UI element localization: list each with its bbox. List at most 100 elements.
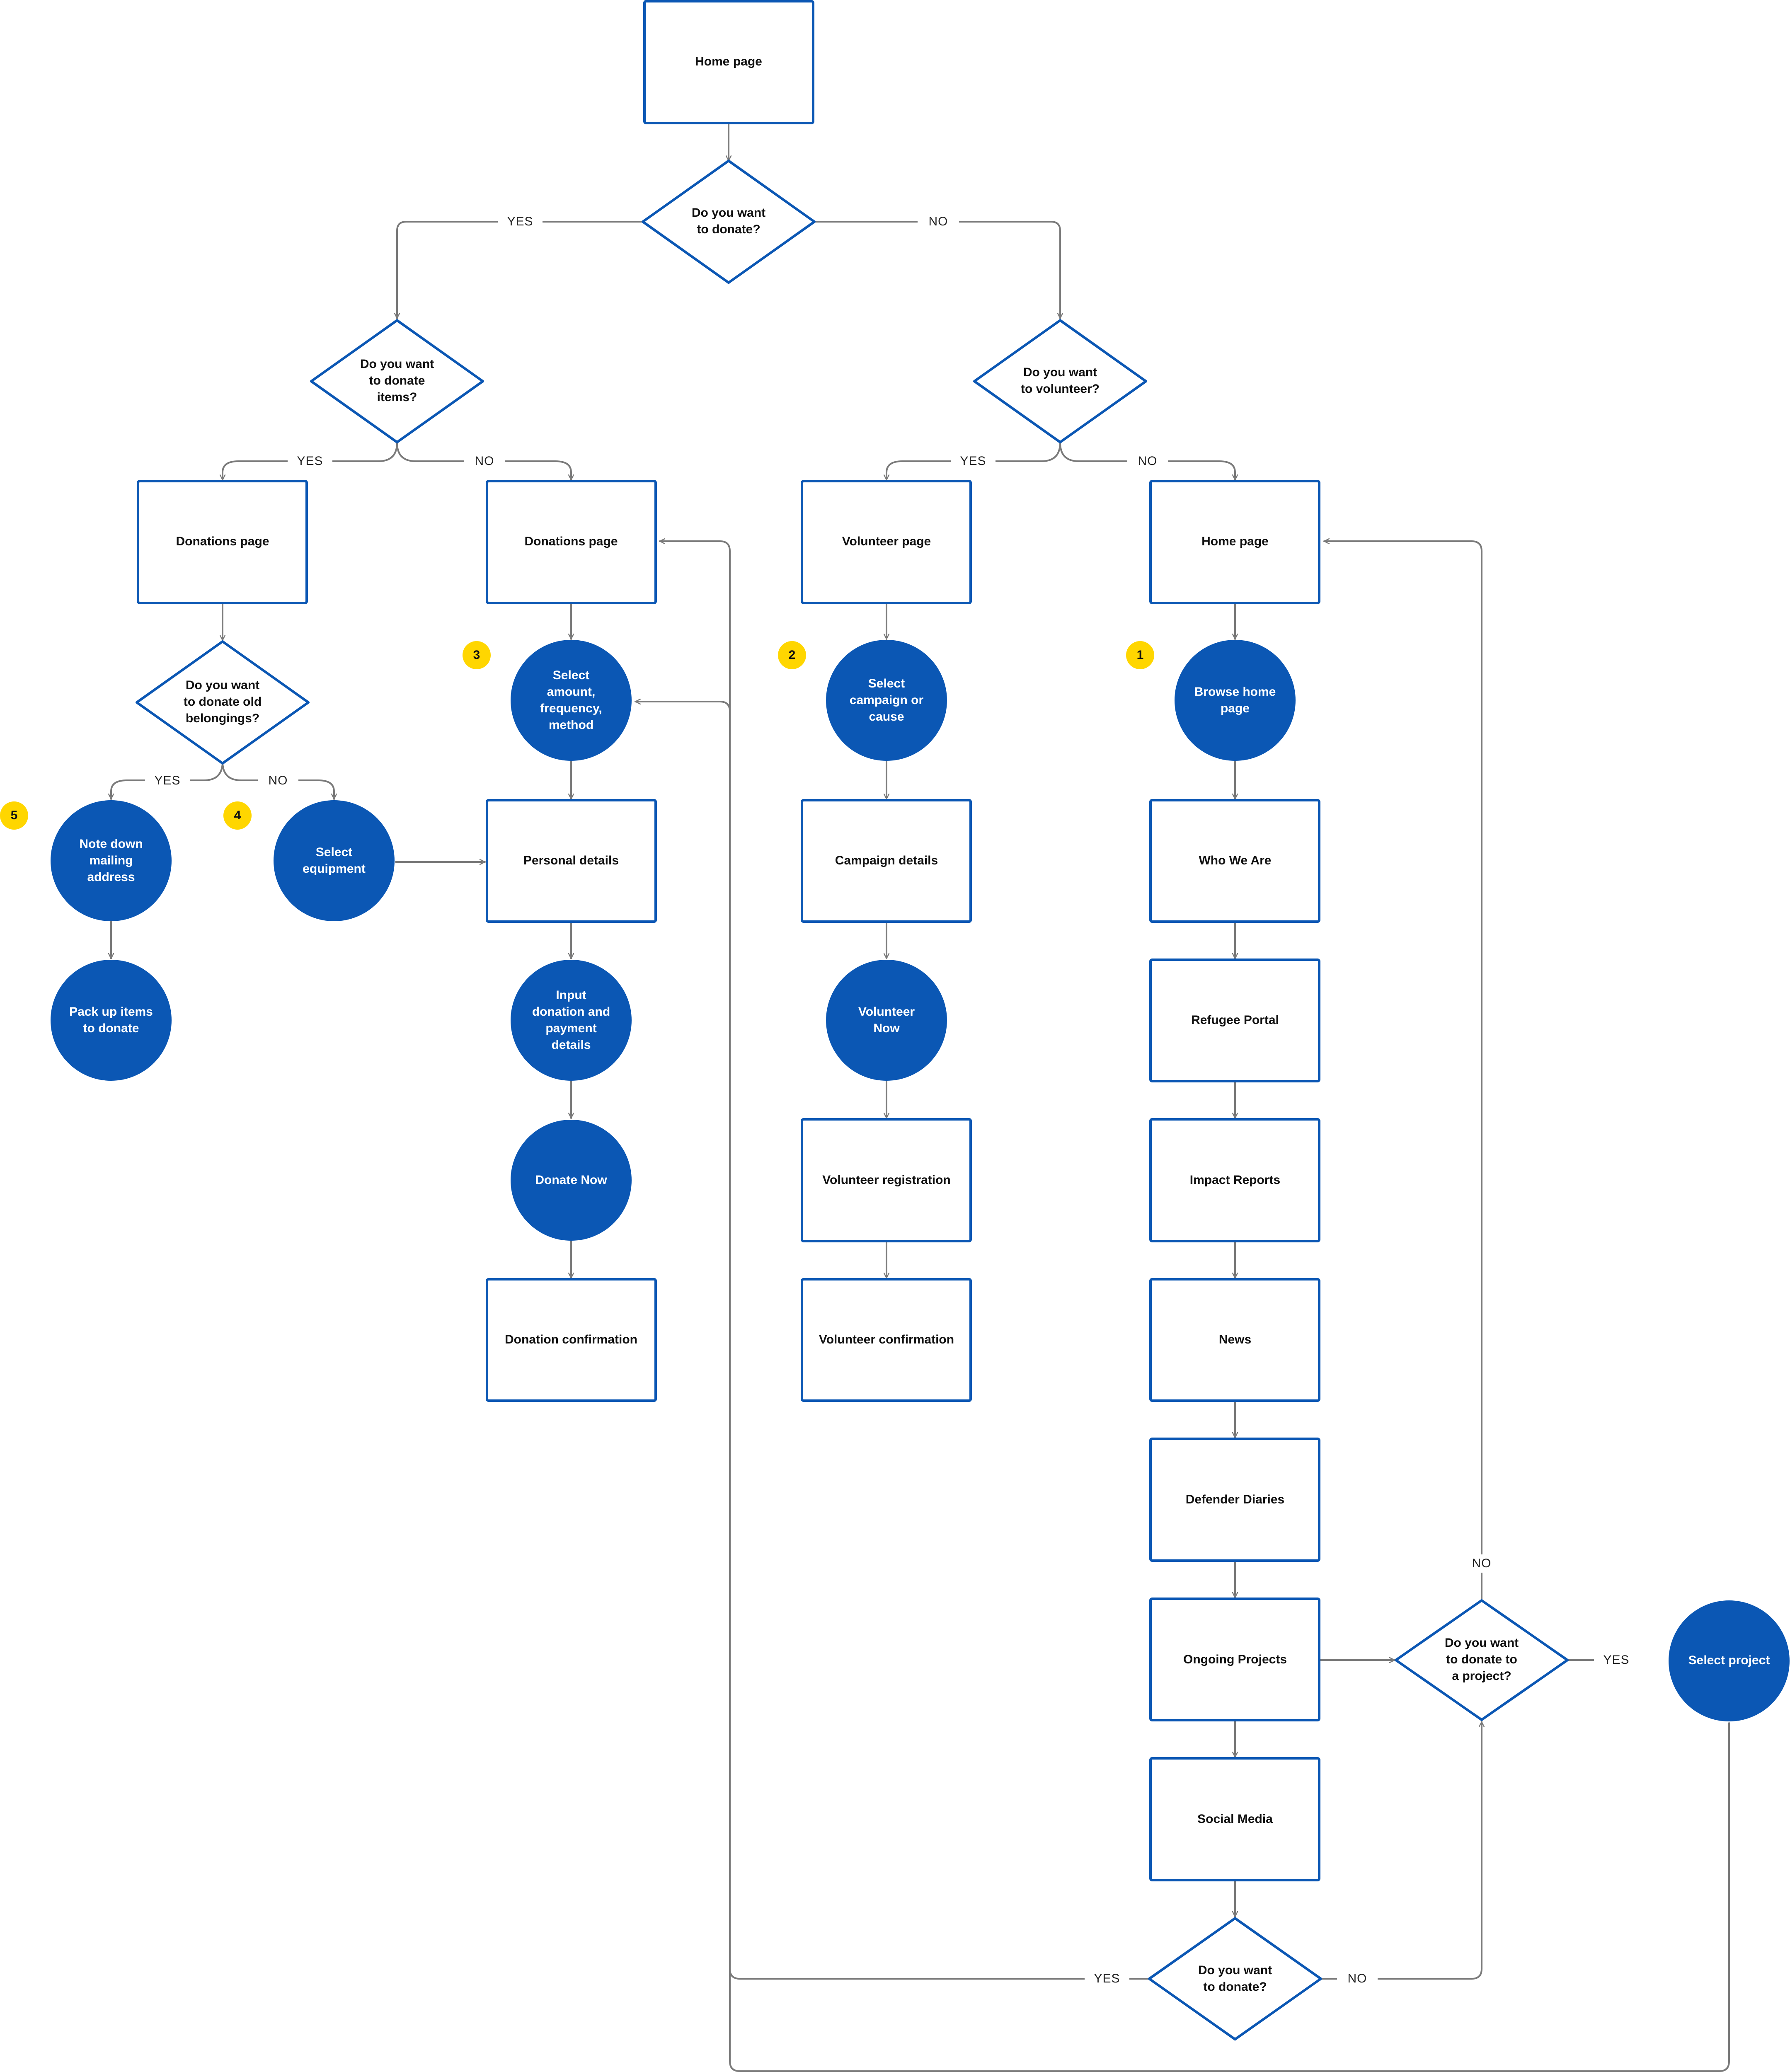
label-no-old: NO (269, 774, 288, 787)
campaign-details-label: Campaign details (835, 854, 938, 867)
select-amount-line-4: method (549, 718, 593, 732)
donate-now-label: Donate Now (535, 1173, 607, 1187)
select-equipment-line-2: equipment (303, 862, 366, 876)
step-select-project[interactable]: Select project (1669, 1600, 1790, 1721)
connector-q-project-no (1323, 541, 1482, 1600)
connector-q-volunteer-no (1059, 442, 1235, 481)
decision-donate-items[interactable]: Do you want to donate items? (310, 319, 484, 443)
input-donation-line-2: donation and (532, 1005, 610, 1019)
label-no-donate: NO (929, 215, 948, 228)
donations-page-items-label: Donations page (176, 535, 269, 548)
node-personal-details[interactable]: Personal details (486, 799, 657, 923)
decision-donate-items-line-1: Do you want (360, 357, 434, 371)
browse-home-line-1: Browse home (1194, 685, 1276, 699)
node-volunteer-registration[interactable]: Volunteer registration (801, 1118, 972, 1242)
node-ongoing-projects[interactable]: Ongoing Projects (1149, 1598, 1320, 1721)
decision-old-belongings-line-3: belongings? (186, 712, 259, 725)
step-select-equipment[interactable]: Select equipment (274, 800, 395, 921)
donations-page-money-label: Donations page (524, 535, 618, 548)
volunteer-confirmation-label: Volunteer confirmation (819, 1333, 954, 1346)
decision-donate-project[interactable]: Do you want to donate to a project? (1395, 1599, 1569, 1721)
input-donation-line-1: Input (556, 988, 586, 1002)
volunteer-now-line-2: Now (873, 1021, 900, 1035)
badge-5: 5 (0, 801, 28, 830)
step-select-amount[interactable]: Select amount, frequency, method (511, 640, 632, 761)
step-volunteer-now[interactable]: Volunteer Now (826, 960, 947, 1081)
input-donation-line-4: details (551, 1038, 591, 1052)
badge-1: 1 (1126, 641, 1154, 669)
badge-5-label: 5 (11, 808, 18, 822)
connector-q-old-yes (111, 761, 223, 800)
pack-items-line-2: to donate (83, 1021, 139, 1035)
volunteer-now-line-1: Volunteer (858, 1005, 915, 1019)
step-donate-now[interactable]: Donate Now (511, 1120, 632, 1241)
decision-donate-project-line-2: to donate to (1446, 1653, 1517, 1666)
step-pack-items[interactable]: Pack up items to donate (51, 960, 172, 1081)
node-campaign-details[interactable]: Campaign details (801, 799, 972, 923)
decision-donate-items-line-2: to donate (369, 374, 425, 387)
who-we-are-label: Who We Are (1199, 854, 1271, 867)
select-amount-line-1: Select (553, 668, 589, 682)
step-note-mailing-address[interactable]: Note down mailing address (51, 800, 172, 921)
edge-labels: YES NO YES NO YES NO YES NO YES NO YES N… (145, 213, 1639, 1988)
step-input-donation[interactable]: Input donation and payment details (511, 960, 632, 1081)
select-equipment-line-1: Select (316, 845, 352, 859)
select-amount-line-3: frequency, (540, 702, 602, 715)
badge-2-label: 2 (789, 648, 796, 662)
decision-donate-project-line-3: a project? (1452, 1669, 1511, 1683)
decision-donate-bottom-line-2: to donate? (1203, 1980, 1267, 1994)
node-volunteer-page[interactable]: Volunteer page (801, 480, 972, 604)
connector-q-donate-no (814, 221, 1060, 319)
connectors (111, 122, 1730, 2072)
decision-want-to-donate-line-1: Do you want (692, 206, 765, 220)
pack-items-line-1: Pack up items (69, 1005, 153, 1019)
label-no-project: NO (1472, 1556, 1492, 1570)
decision-want-to-donate[interactable]: Do you want to donate? (642, 160, 816, 284)
node-impact-reports[interactable]: Impact Reports (1149, 1118, 1320, 1242)
step-browse-home[interactable]: Browse home page (1175, 640, 1296, 761)
decision-old-belongings-line-1: Do you want (186, 678, 259, 692)
ongoing-projects-label: Ongoing Projects (1183, 1653, 1287, 1666)
step-select-campaign[interactable]: Select campaign or cause (826, 640, 947, 761)
node-donations-page-items[interactable]: Donations page (137, 480, 308, 604)
node-social-media[interactable]: Social Media (1149, 1757, 1320, 1881)
node-volunteer-confirmation[interactable]: Volunteer confirmation (801, 1278, 972, 1402)
decision-donate-items-line-3: items? (377, 390, 417, 404)
volunteer-page-label: Volunteer page (842, 535, 931, 548)
connector-q-donate-yes (397, 221, 644, 319)
badge-3: 3 (463, 641, 491, 669)
connector-q-items-yes (223, 442, 398, 481)
personal-details-label: Personal details (523, 854, 619, 867)
node-home-page-top[interactable]: Home page (643, 0, 814, 124)
defender-diaries-label: Defender Diaries (1186, 1493, 1284, 1506)
impact-reports-label: Impact Reports (1190, 1173, 1280, 1187)
node-defender-diaries[interactable]: Defender Diaries (1149, 1438, 1320, 1562)
volunteer-registration-label: Volunteer registration (822, 1173, 951, 1187)
note-mailing-line-1: Note down (79, 837, 143, 851)
connector-q-volunteer-yes (887, 442, 1061, 481)
label-yes-donate: YES (507, 215, 533, 228)
badge-3-label: 3 (473, 648, 480, 662)
node-home-page-browse[interactable]: Home page (1149, 480, 1320, 604)
node-donation-confirmation[interactable]: Donation confirmation (486, 1278, 657, 1402)
decision-volunteer[interactable]: Do you want to volunteer? (973, 319, 1147, 443)
decision-old-belongings[interactable]: Do you want to donate old belongings? (136, 640, 310, 765)
badge-2: 2 (778, 641, 806, 669)
node-who-we-are[interactable]: Who We Are (1149, 799, 1320, 923)
home-page-browse-label: Home page (1201, 535, 1269, 548)
label-yes-old: YES (154, 774, 180, 787)
input-donation-line-3: payment (545, 1021, 596, 1035)
social-media-label: Social Media (1197, 1812, 1273, 1826)
node-donations-page-money[interactable]: Donations page (486, 480, 657, 604)
connector-q-items-no (396, 442, 571, 481)
badge-4-label: 4 (234, 808, 241, 822)
decision-donate-bottom[interactable]: Do you want to donate? (1148, 1917, 1322, 2041)
select-campaign-line-1: Select (868, 677, 905, 690)
badge-1-label: 1 (1137, 648, 1144, 662)
label-yes-project: YES (1603, 1653, 1629, 1667)
news-label: News (1219, 1333, 1251, 1346)
node-news[interactable]: News (1149, 1278, 1320, 1402)
decision-volunteer-line-1: Do you want (1023, 366, 1097, 379)
node-refugee-portal[interactable]: Refugee Portal (1149, 959, 1320, 1082)
